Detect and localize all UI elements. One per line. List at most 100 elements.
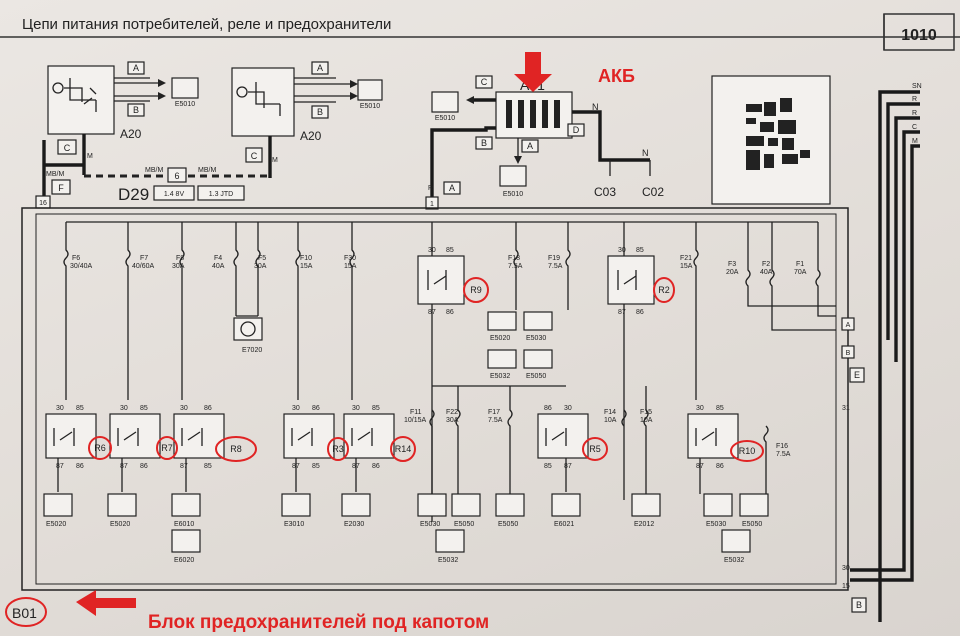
svg-text:10/15A: 10/15A <box>404 417 427 424</box>
svg-text:E5050: E5050 <box>526 373 546 380</box>
svg-text:C: C <box>251 151 258 161</box>
svg-text:B: B <box>317 107 323 117</box>
svg-text:87: 87 <box>180 463 188 470</box>
svg-text:30: 30 <box>618 247 626 254</box>
svg-text:E7020: E7020 <box>242 347 262 354</box>
svg-text:C: C <box>64 143 71 153</box>
svg-text:R7: R7 <box>161 443 173 453</box>
svg-text:86: 86 <box>636 309 644 316</box>
svg-text:E6021: E6021 <box>554 521 574 528</box>
component-a01-battery: A01 C E5010 B A E5010 D N N C03 C02 R A … <box>425 75 664 210</box>
a20-right-label: A20 <box>300 129 322 143</box>
svg-text:7.5A: 7.5A <box>508 263 523 270</box>
svg-text:A: A <box>317 63 323 73</box>
svg-text:E5032: E5032 <box>490 373 510 380</box>
svg-text:7.5A: 7.5A <box>548 263 563 270</box>
svg-text:F21: F21 <box>680 255 692 262</box>
svg-text:16: 16 <box>39 200 47 207</box>
svg-text:F15: F15 <box>640 409 652 416</box>
svg-text:70A: 70A <box>794 269 807 276</box>
svg-text:10A: 10A <box>640 417 653 424</box>
relay-r7: 30 85 87 86 <box>109 405 161 470</box>
svg-text:E5010: E5010 <box>175 101 195 108</box>
svg-text:A: A <box>133 63 139 73</box>
relay-r3: 30 86 87 85 <box>283 405 335 470</box>
svg-text:F4: F4 <box>214 255 222 262</box>
svg-text:15A: 15A <box>300 263 313 270</box>
svg-text:86: 86 <box>140 463 148 470</box>
svg-text:E5050: E5050 <box>498 521 518 528</box>
svg-text:85: 85 <box>204 463 212 470</box>
svg-text:86: 86 <box>716 463 724 470</box>
svg-text:86: 86 <box>372 463 380 470</box>
svg-text:R5: R5 <box>589 444 601 454</box>
svg-text:F30: F30 <box>344 255 356 262</box>
svg-text:SN: SN <box>912 83 922 90</box>
svg-text:A: A <box>449 183 455 193</box>
svg-text:30A: 30A <box>172 263 185 270</box>
svg-text:C03: C03 <box>594 185 616 199</box>
svg-text:F2: F2 <box>762 261 770 268</box>
svg-text:15A: 15A <box>344 263 357 270</box>
svg-text:F3: F3 <box>728 261 736 268</box>
svg-text:R: R <box>912 96 917 103</box>
svg-text:30: 30 <box>696 405 704 412</box>
svg-text:A: A <box>527 141 533 151</box>
svg-text:31: 31 <box>842 405 850 412</box>
svg-text:E5020: E5020 <box>46 521 66 528</box>
svg-text:F10: F10 <box>300 255 312 262</box>
svg-text:40/60A: 40/60A <box>132 263 155 270</box>
svg-text:30: 30 <box>56 405 64 412</box>
battery-annotation: АКБ <box>598 66 635 86</box>
svg-text:30: 30 <box>428 247 436 254</box>
svg-text:E5010: E5010 <box>360 103 380 110</box>
relay-r9: 30 85 87 86 <box>417 247 465 316</box>
svg-text:1.4 8V: 1.4 8V <box>164 191 185 198</box>
page-number: 1010 <box>901 27 937 44</box>
relay-circled-labels: R9 R2 R6 R7 R8 R3 R14 R5 R10 <box>88 277 764 462</box>
svg-text:85: 85 <box>716 405 724 412</box>
relay-r5: 86 30 85 87 <box>537 405 589 470</box>
svg-text:30: 30 <box>352 405 360 412</box>
svg-text:40A: 40A <box>212 263 225 270</box>
svg-text:7.5A: 7.5A <box>776 451 791 458</box>
svg-text:87: 87 <box>120 463 128 470</box>
svg-text:F6: F6 <box>72 255 80 262</box>
svg-text:15: 15 <box>842 583 850 590</box>
svg-text:E5010: E5010 <box>503 191 523 198</box>
svg-text:E5030: E5030 <box>526 335 546 342</box>
svg-text:30A: 30A <box>446 417 459 424</box>
svg-text:E5032: E5032 <box>438 557 458 564</box>
svg-text:F1: F1 <box>796 261 804 268</box>
svg-text:F5: F5 <box>258 255 266 262</box>
battery-arrow-icon <box>514 52 552 92</box>
svg-text:E5030: E5030 <box>420 521 440 528</box>
svg-text:10A: 10A <box>604 417 617 424</box>
relay-r14: 30 85 87 86 <box>343 405 395 470</box>
svg-text:F19: F19 <box>548 255 560 262</box>
svg-text:MB/M: MB/M <box>46 171 64 178</box>
svg-text:R6: R6 <box>94 443 106 453</box>
svg-text:30/40A: 30/40A <box>70 263 93 270</box>
relay-r2: 30 85 87 86 <box>607 247 655 316</box>
svg-text:MB/M: MB/M <box>198 167 216 174</box>
svg-text:86: 86 <box>76 463 84 470</box>
svg-text:F7: F7 <box>140 255 148 262</box>
svg-text:F17: F17 <box>488 409 500 416</box>
fuse-row <box>63 222 836 400</box>
svg-text:85: 85 <box>140 405 148 412</box>
svg-text:85: 85 <box>636 247 644 254</box>
svg-text:F18: F18 <box>508 255 520 262</box>
svg-text:A: A <box>846 322 851 329</box>
svg-text:R10: R10 <box>739 446 756 456</box>
svg-text:85: 85 <box>446 247 454 254</box>
b01-label: B01 <box>12 605 37 621</box>
svg-text:M: M <box>87 153 93 160</box>
svg-text:30: 30 <box>842 565 850 572</box>
svg-text:85: 85 <box>312 463 320 470</box>
svg-text:F8: F8 <box>176 255 184 262</box>
svg-text:86: 86 <box>446 309 454 316</box>
svg-text:E5020: E5020 <box>110 521 130 528</box>
